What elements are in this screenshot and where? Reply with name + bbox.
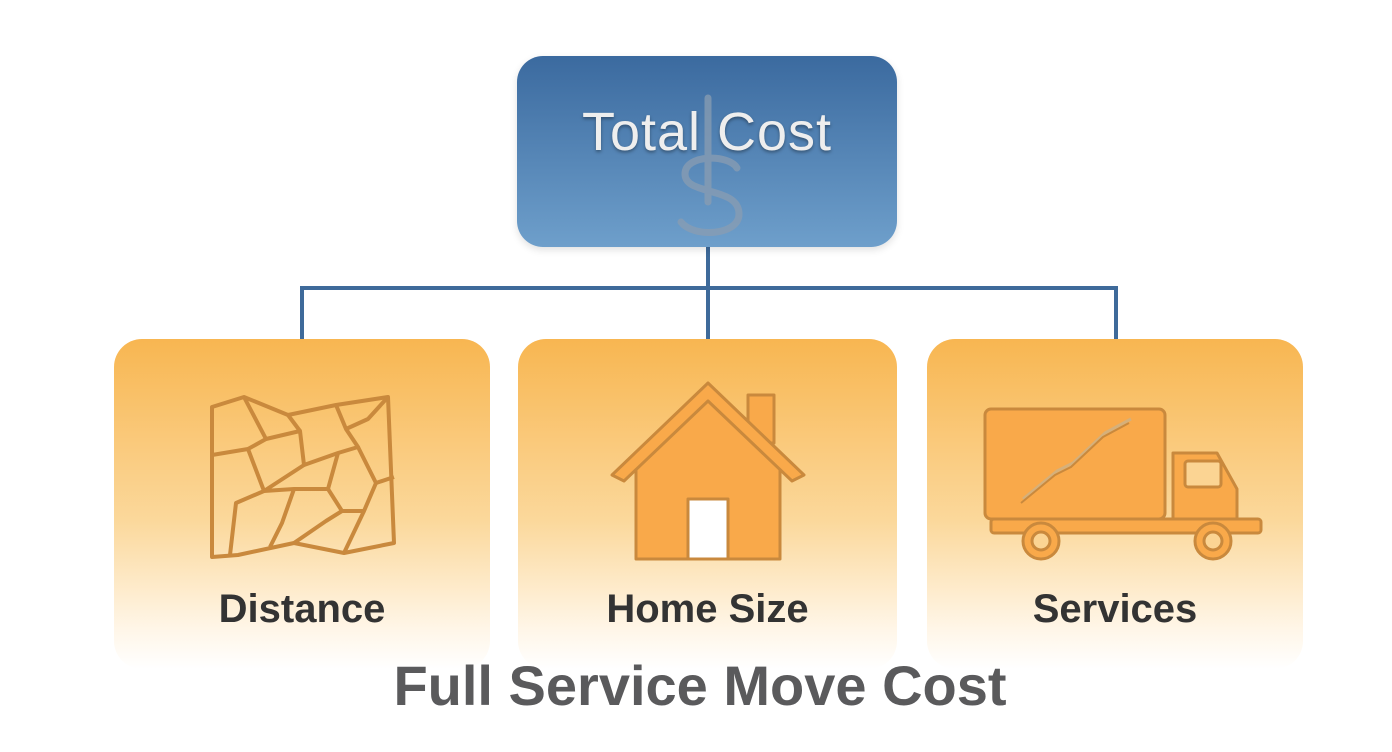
house-icon [610,381,806,561]
diagram-caption: Full Service Move Cost [393,654,1007,717]
root-node-total-cost: Total Cost [517,56,897,247]
child-label-home-size: Home Size [606,587,809,631]
child-node-home-size: Home Size [518,339,897,669]
truck-icon [983,407,1263,561]
dollar-sign-icon [677,94,743,236]
map-icon [210,395,396,559]
root-label: Total Cost [581,102,833,162]
child-label-distance: Distance [218,587,386,631]
child-node-services: Services [927,339,1303,669]
child-node-distance: Distance [114,339,490,669]
child-label-services: Services [1032,587,1198,631]
